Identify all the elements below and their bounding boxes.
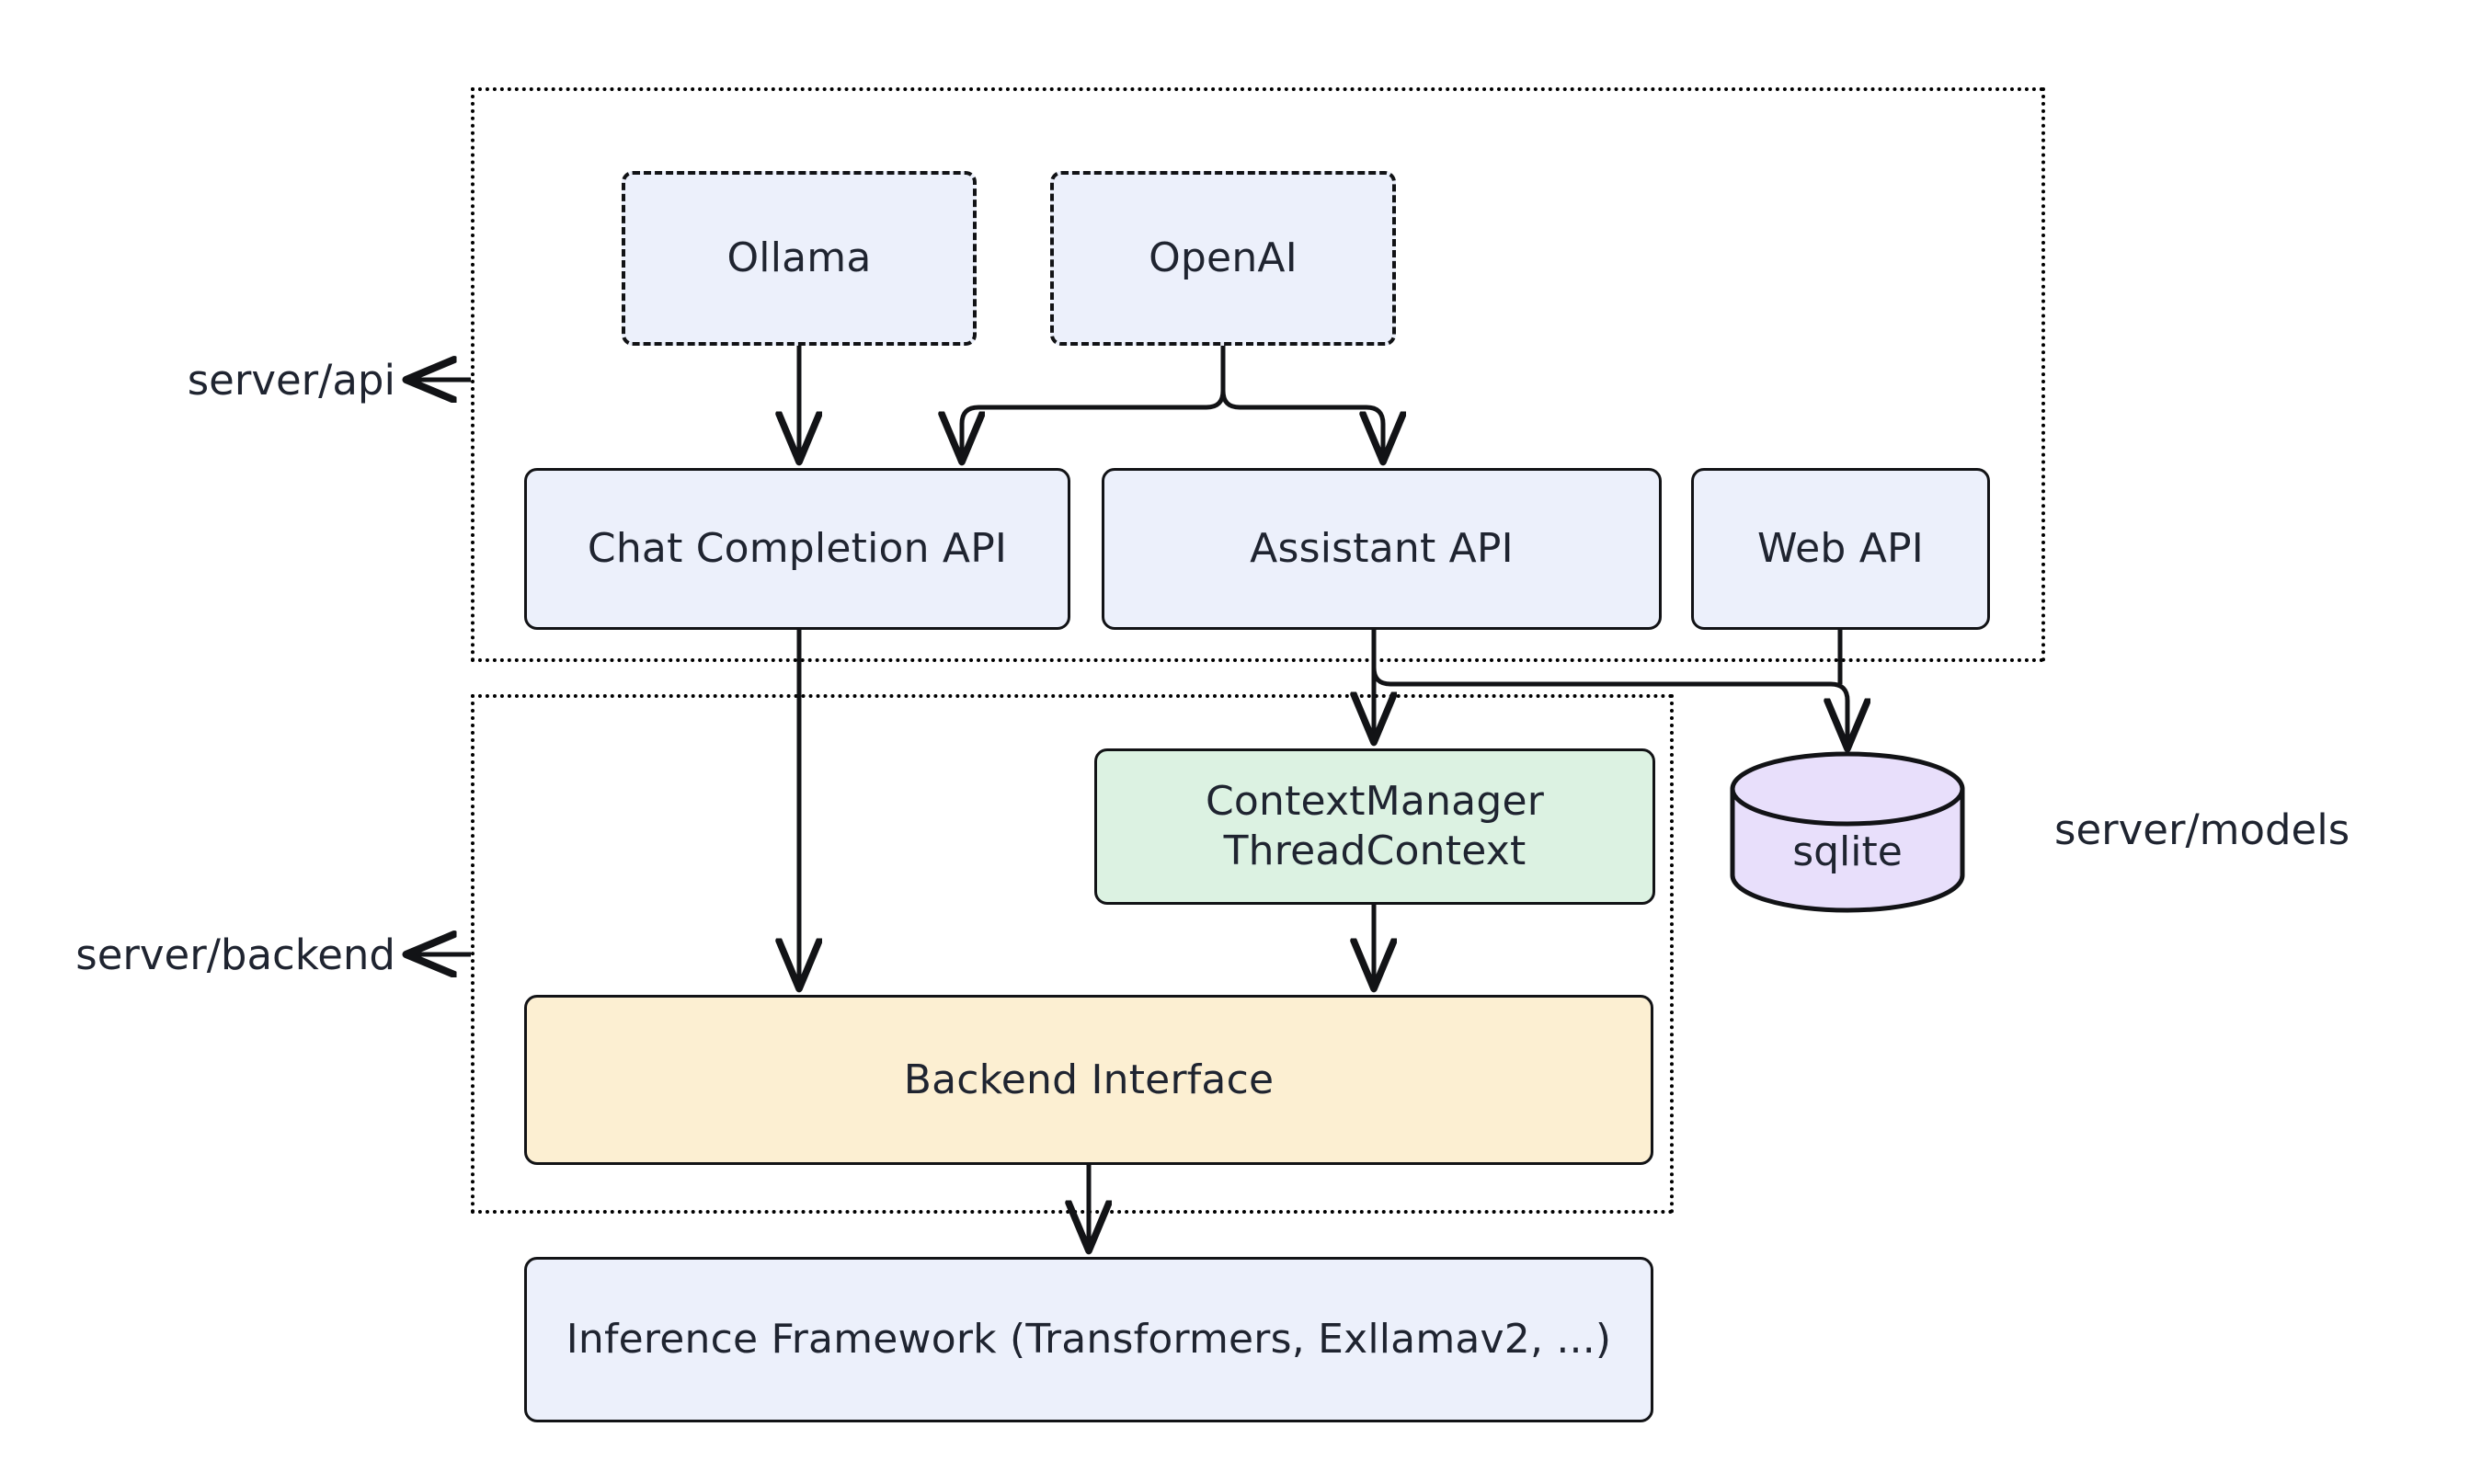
node-sqlite-label: sqlite (1792, 828, 1903, 875)
label-server-models: server/models (2054, 805, 2350, 854)
node-backend-interface[interactable]: Backend Interface (524, 995, 1653, 1165)
edge-openai-to-assistant-api (1220, 390, 1383, 460)
group-server-api (471, 87, 2045, 662)
node-chat-completion-api[interactable]: Chat Completion API (524, 468, 1070, 630)
node-context-manager[interactable]: ContextManager ThreadContext (1094, 748, 1655, 905)
edge-openai-to-chat-completion-api (962, 390, 1226, 460)
node-web-api[interactable]: Web API (1691, 468, 1990, 630)
edge-assistant-api-to-sqlite (1371, 667, 1847, 747)
node-inference-framework[interactable]: Inference Framework (Transformers, Exlla… (524, 1257, 1653, 1422)
label-server-backend: server/backend (75, 930, 395, 979)
node-openai[interactable]: OpenAI (1050, 171, 1396, 346)
label-server-api: server/api (187, 356, 395, 405)
node-ollama[interactable]: Ollama (622, 171, 977, 346)
node-assistant-api[interactable]: Assistant API (1102, 468, 1662, 630)
